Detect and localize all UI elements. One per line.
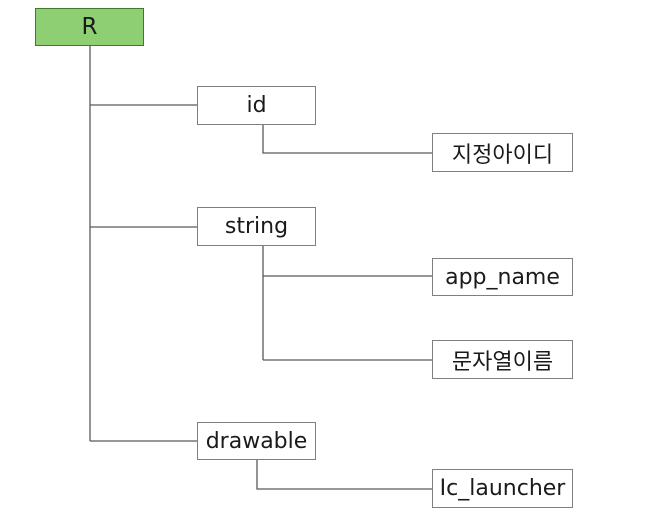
app-name-node: app_name <box>432 258 573 296</box>
id-child-node: 지정아이디 <box>432 133 573 172</box>
id-to-child-line <box>262 125 432 154</box>
string-node: string <box>197 207 316 246</box>
string-name-node: 문자열이름 <box>432 340 573 379</box>
launcher-node: Ic_launcher <box>432 469 573 508</box>
id-node: id <box>197 86 316 125</box>
root-node: R <box>35 8 144 46</box>
drawable-node: drawable <box>197 422 316 460</box>
drawable-to-child-line <box>256 460 432 490</box>
